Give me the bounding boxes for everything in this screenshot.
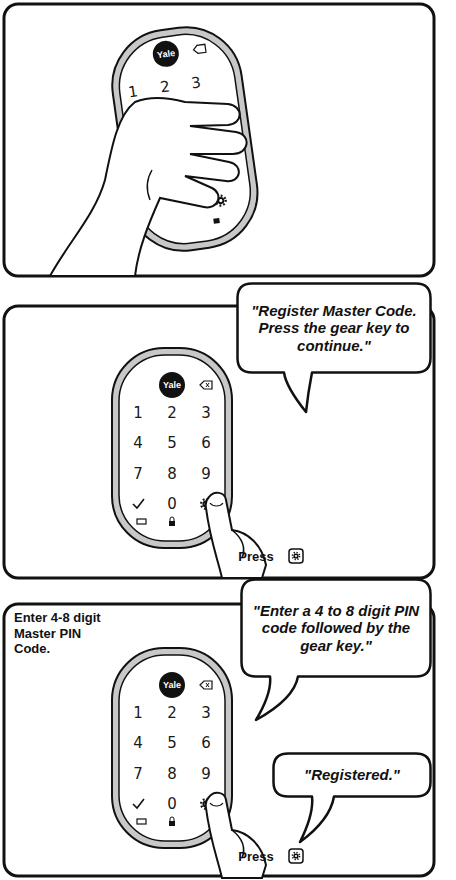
brand-logo: Yale: [163, 380, 181, 390]
key-digit: 8: [167, 765, 177, 783]
key-digit: 0: [167, 795, 177, 813]
key-digit: 5: [167, 734, 177, 752]
bubble-text: "Registered.": [304, 766, 400, 784]
bubble-shape: [242, 580, 431, 721]
key-digit: 3: [201, 704, 211, 722]
hand-detail: [147, 170, 152, 200]
key-digit: 1: [133, 404, 143, 422]
pressing-hand: [206, 793, 266, 878]
instruction-label: Press: [238, 849, 273, 864]
key-digit: 2: [167, 404, 177, 422]
speech-bubble: "Register Master Code. Press the gear ke…: [236, 282, 432, 374]
hand: [50, 98, 247, 276]
key-digit: 9: [201, 765, 211, 783]
bubble-shape: [238, 284, 431, 413]
key-digit: 4: [133, 734, 143, 752]
key-digit: 6: [201, 734, 211, 752]
key-digit: 3: [201, 404, 211, 422]
speech-bubble: "Enter a 4 to 8 digit PIN code followed …: [240, 578, 432, 678]
bubble-text: "Enter a 4 to 8 digit PIN code followed …: [252, 602, 420, 655]
brand-logo: Yale: [163, 680, 181, 690]
bubble-text-group: "Enter a 4 to 8 digit PIN code followed …: [252, 602, 420, 655]
step-note: Enter 4-8 digit Master PIN Code.: [14, 610, 112, 657]
key-digit: 1: [133, 704, 143, 722]
key-digit: 2: [167, 704, 177, 722]
key-digit: 7: [133, 765, 143, 783]
bubble-text-group: "Register Master Code. Press the gear ke…: [248, 302, 420, 355]
gear-key-icon: [289, 849, 303, 863]
key-digit: 5: [167, 434, 177, 452]
gear-key-icon: [289, 549, 303, 563]
bubble-text-group: "Registered.": [304, 766, 400, 784]
key-digit: 6: [201, 434, 211, 452]
speech-bubble: "Registered.": [272, 752, 432, 798]
key-digit: 8: [167, 465, 177, 483]
bubble-text: "Register Master Code. Press the gear ke…: [248, 302, 420, 355]
key-digit: 9: [201, 465, 211, 483]
key-digit: 7: [133, 465, 143, 483]
bubble-shape: [274, 754, 431, 843]
key-digit: 0: [167, 495, 177, 513]
step-panel: [4, 4, 434, 276]
pressing-hand: [206, 493, 266, 578]
key-digit: 4: [133, 434, 143, 452]
instruction-label: Press: [238, 549, 273, 564]
